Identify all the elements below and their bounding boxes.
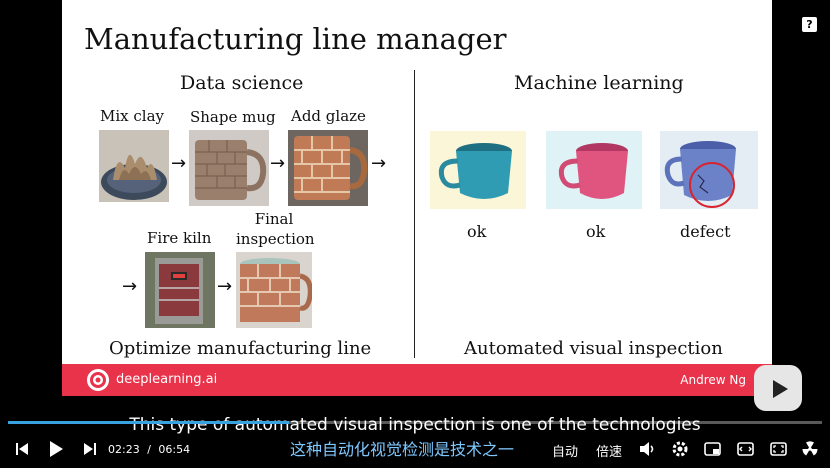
brand-bar: deeplearning.ai Andrew Ng [62, 364, 772, 396]
speed-button[interactable]: 倍速 [596, 445, 623, 460]
mug-ok-teal-image [430, 131, 526, 209]
label-ok-teal: ok [467, 222, 487, 241]
current-time: 02:23 [108, 443, 140, 456]
brand-name: deeplearning.ai [116, 372, 218, 387]
machine-learning-heading: Machine learning [514, 72, 684, 94]
fire-kiln-image [145, 252, 215, 328]
next-icon[interactable] [82, 443, 96, 455]
data-science-heading: Data science [180, 72, 304, 94]
final-inspection-image [236, 252, 312, 328]
progress-bar[interactable] [8, 421, 822, 424]
fullscreen-icon[interactable] [770, 442, 787, 456]
label-ok-pink: ok [586, 222, 606, 241]
mug-ok-pink-image [546, 131, 642, 209]
mug-defect-image [660, 131, 758, 209]
author-name: Andrew Ng [680, 373, 746, 387]
step-label-mix-clay: Mix clay [100, 107, 164, 125]
arrow-icon: → [270, 153, 286, 174]
quality-button[interactable]: 自动 [552, 445, 579, 460]
shape-mug-image [189, 130, 269, 206]
label-defect: defect [680, 222, 731, 241]
prev-icon[interactable] [16, 443, 30, 455]
subtitle-chinese: 这种自动化视觉检测是技术之一 [290, 440, 515, 459]
step-label-add-glaze: Add glaze [291, 107, 366, 125]
time-display: 02:23 / 06:54 [108, 443, 190, 456]
arrow-icon: → [217, 276, 233, 297]
progress-fill [8, 421, 289, 424]
step-label-shape-mug: Shape mug [190, 108, 276, 126]
mix-clay-image [99, 130, 169, 202]
help-icon[interactable]: ? [802, 17, 817, 32]
arrow-icon: → [122, 276, 138, 297]
deeplearning-logo-icon [86, 368, 110, 392]
arrow-icon: → [371, 153, 387, 174]
slide-title: Manufacturing line manager [84, 22, 507, 56]
step-label-fire-kiln: Fire kiln [147, 229, 212, 247]
section-divider [414, 70, 415, 358]
add-glaze-image [288, 130, 368, 206]
time-separator: / [147, 443, 151, 456]
bilibili-play-icon[interactable] [754, 365, 802, 411]
subtitle-english: This type of automated visual inspection… [129, 415, 701, 435]
arrow-icon: → [171, 153, 187, 174]
widescreen-icon[interactable] [737, 442, 754, 456]
radiation-icon[interactable] [802, 441, 818, 457]
left-caption: Optimize manufacturing line [109, 338, 372, 359]
right-caption: Automated visual inspection [464, 338, 723, 359]
lecture-slide: Manufacturing line manager Data science … [62, 0, 772, 396]
pip-icon[interactable] [704, 442, 721, 456]
settings-icon[interactable] [672, 441, 688, 457]
duration: 06:54 [158, 443, 191, 456]
step-label-final-inspection: Final inspection [236, 210, 315, 248]
play-icon[interactable] [49, 441, 63, 457]
volume-icon[interactable] [640, 442, 656, 456]
